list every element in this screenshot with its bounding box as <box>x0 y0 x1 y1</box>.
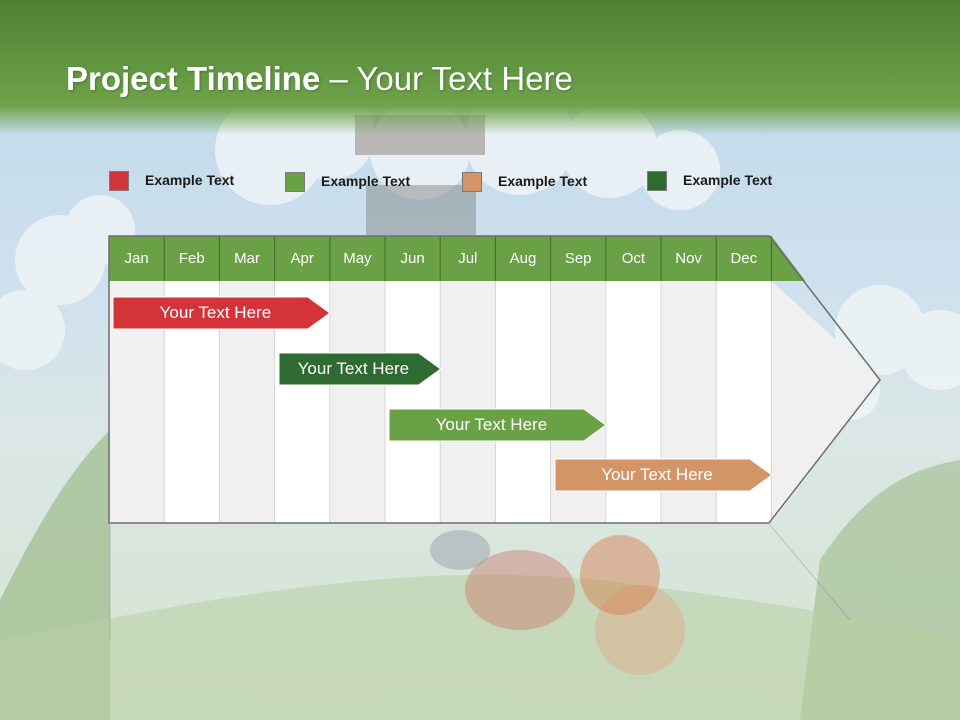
task-label: Your Text Here <box>601 465 713 484</box>
task-arrow-path <box>278 352 442 386</box>
task-label: Your Text Here <box>435 415 548 434</box>
title-bold-part: Project Timeline <box>66 60 321 97</box>
timeline-arrow-outline <box>108 235 881 524</box>
month-label-dec: Dec <box>730 250 758 267</box>
task-arrow-shape <box>388 408 607 442</box>
task-label: Your Text Here <box>159 303 272 322</box>
slide-title: Project Timeline – Your Text Here <box>66 60 573 98</box>
header-band <box>0 0 960 135</box>
month-label-aug: Aug <box>509 250 537 267</box>
month-label-feb: Feb <box>178 250 205 267</box>
task-arrow-shape <box>112 296 331 330</box>
month-label-may: May <box>343 250 372 267</box>
month-label-jan: Jan <box>124 250 149 267</box>
task-arrow-shape <box>278 352 442 386</box>
legend-swatch-red <box>109 171 129 191</box>
legend-label: Example Text <box>145 172 235 188</box>
month-label-jun: Jun <box>400 250 425 267</box>
arrow-head-body <box>771 281 880 523</box>
month-column <box>329 281 385 523</box>
legend-label: Example Text <box>321 173 411 189</box>
task-arrow-path <box>388 408 607 442</box>
task-bar-4[interactable]: Your Text Here <box>554 458 773 492</box>
task-arrow-path <box>112 296 331 330</box>
timeline-reflection <box>109 524 851 640</box>
month-label-nov: Nov <box>675 250 702 267</box>
task-arrow-path <box>554 458 773 492</box>
month-label-mar: Mar <box>234 250 260 267</box>
month-column <box>385 281 441 523</box>
task-bar-1[interactable]: Your Text Here <box>112 296 331 330</box>
month-label-oct: Oct <box>621 250 646 267</box>
task-bar-3[interactable]: Your Text Here <box>388 408 607 442</box>
title-rest-part: – Your Text Here <box>320 60 573 97</box>
task-label: Your Text Here <box>297 359 410 378</box>
legend-swatch-light-green <box>285 172 305 192</box>
month-column <box>440 281 496 523</box>
month-label-apr: Apr <box>290 250 314 267</box>
month-header-arrow <box>771 236 806 281</box>
legend-label: Example Text <box>498 173 588 189</box>
month-label-jul: Jul <box>458 250 478 267</box>
legend-swatch-dark-green <box>647 171 667 191</box>
month-label-sep: Sep <box>564 250 592 267</box>
task-bar-2[interactable]: Your Text Here <box>278 352 442 386</box>
task-arrow-shape <box>554 458 773 492</box>
legend-label: Example Text <box>683 172 773 188</box>
month-column <box>495 281 551 523</box>
legend-swatch-tan <box>462 172 482 192</box>
